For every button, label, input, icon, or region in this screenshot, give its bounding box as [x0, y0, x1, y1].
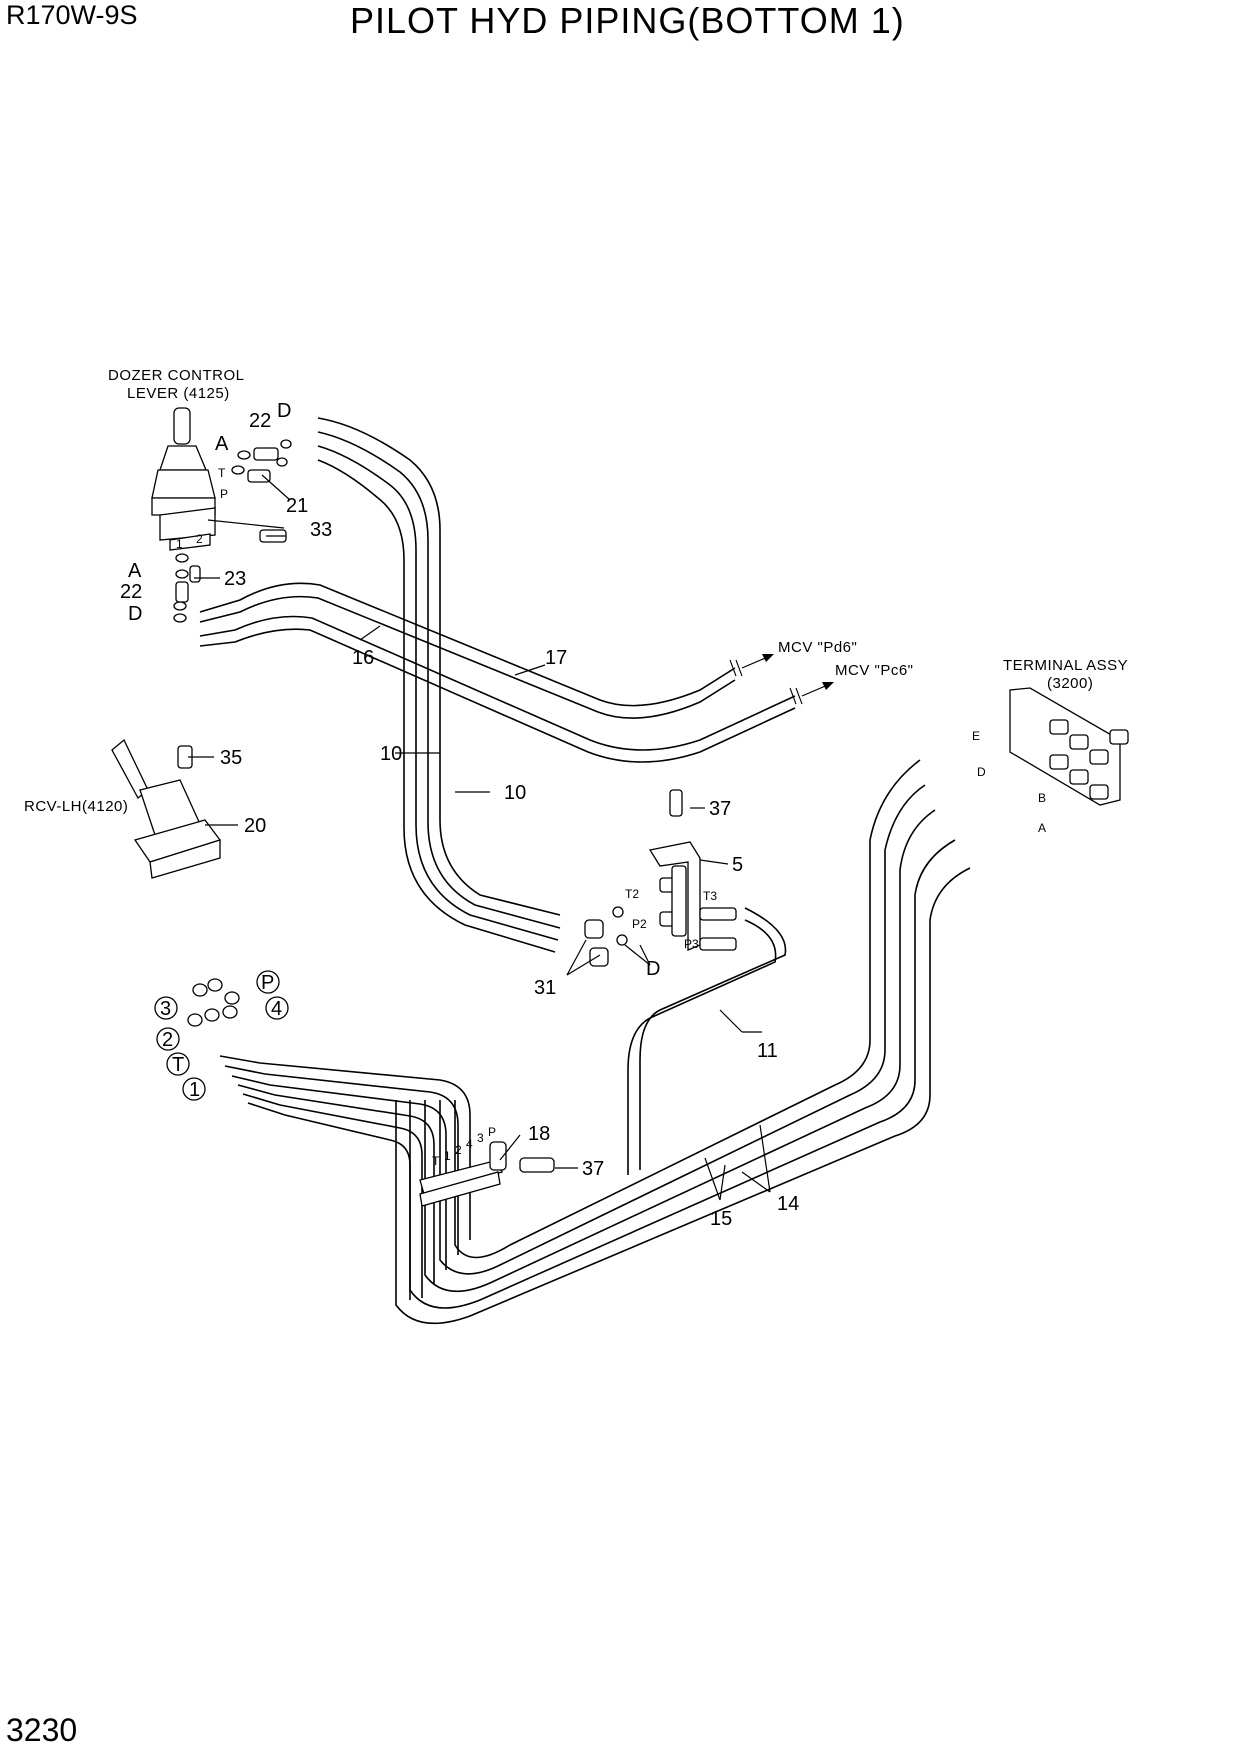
- dozer-control-label-2: LEVER (4125): [127, 385, 230, 402]
- part-number-18: 18: [528, 1123, 550, 1145]
- clamp-label-2: 2: [455, 1143, 462, 1157]
- part-number-37-top: 37: [709, 798, 731, 820]
- lever-port-2: 2: [196, 532, 203, 546]
- dozer-control-lever: [151, 407, 216, 551]
- bracket-5: [648, 841, 737, 951]
- model-number: R170W-9S: [6, 0, 138, 30]
- terminal-port-b: B: [1038, 791, 1046, 805]
- lever-port-t: T: [218, 466, 226, 480]
- port-letter-d-top: D: [277, 400, 291, 422]
- clamp-label-1: 1: [444, 1149, 451, 1163]
- pipe-16-17: [199, 582, 834, 763]
- bracket-port-t2: T2: [625, 887, 639, 901]
- part-number-31: 31: [534, 977, 556, 999]
- bracket-port-t3: T3: [703, 889, 717, 903]
- terminal-assy: [1009, 687, 1129, 806]
- part-number-5: 5: [732, 854, 743, 876]
- circled-callouts: P 4 3 2 T 1: [154, 970, 289, 1101]
- part-number-23: 23: [224, 568, 246, 590]
- clamp-label-4: 4: [466, 1137, 473, 1151]
- port-letter-a-bottom: A: [128, 560, 142, 582]
- part-number-14: 14: [777, 1193, 799, 1215]
- callout-t: T: [172, 1054, 184, 1076]
- callout-1: 1: [189, 1079, 200, 1101]
- callout-4: 4: [271, 998, 282, 1020]
- callout-3: 3: [160, 998, 171, 1020]
- part-number-11: 11: [757, 1040, 778, 1062]
- mcv-pc6-label: MCV "Pc6": [835, 662, 914, 679]
- page-title: PILOT HYD PIPING(BOTTOM 1): [350, 0, 905, 41]
- part-number-22-top: 22: [249, 410, 271, 432]
- terminal-assy-label-2: (3200): [1047, 675, 1093, 692]
- bracket-port-p2: P2: [632, 917, 647, 931]
- terminal-port-d: D: [977, 765, 986, 779]
- port-letter-d-bracket: D: [646, 958, 660, 980]
- rcv-lh-label: RCV-LH(4120): [24, 798, 128, 815]
- part-number-33: 33: [310, 519, 332, 541]
- callout-p: P: [261, 972, 274, 994]
- part-number-17: 17: [545, 647, 567, 669]
- port-letter-a-top: A: [215, 433, 229, 455]
- part-number-16: 16: [352, 647, 374, 669]
- clamp-label-t: T: [432, 1154, 440, 1168]
- terminal-port-e: E: [972, 729, 980, 743]
- fittings: [173, 439, 683, 1173]
- part-number-22-bottom: 22: [120, 581, 142, 603]
- dozer-control-label-1: DOZER CONTROL: [108, 367, 245, 384]
- part-number-15: 15: [710, 1208, 732, 1230]
- part-number-20: 20: [244, 815, 266, 837]
- lever-port-p: P: [220, 487, 228, 501]
- clamp-18: [419, 1141, 507, 1207]
- rcv-hoses: [219, 1055, 471, 1300]
- pipe-10-bundle: [317, 417, 561, 953]
- bracket-port-p3: P3: [684, 937, 699, 951]
- clamp-label-p: P: [488, 1125, 496, 1139]
- part-number-21: 21: [286, 495, 308, 517]
- rcv-lh-body: [111, 738, 222, 879]
- clamp-label-3: 3: [477, 1131, 484, 1145]
- leader-lines: [188, 474, 771, 1201]
- part-number-35: 35: [220, 747, 242, 769]
- terminal-port-a: A: [1038, 821, 1046, 835]
- lever-port-1: 1: [176, 537, 183, 551]
- pipe-11: [627, 907, 787, 1175]
- page-number: 3230: [6, 1712, 78, 1748]
- part-number-10-left: 10: [380, 743, 402, 765]
- mcv-pd6-label: MCV "Pd6": [778, 639, 857, 656]
- text-labels: DOZER CONTROL LEVER (4125) RCV-LH(4120) …: [24, 367, 1128, 1230]
- callout-2: 2: [162, 1029, 173, 1051]
- pipe-14-15-bundle: [395, 759, 971, 1325]
- port-letter-d-bottom: D: [128, 603, 142, 625]
- part-number-37-bottom: 37: [582, 1158, 604, 1180]
- part-number-10-right: 10: [504, 782, 526, 804]
- terminal-assy-label-1: TERMINAL ASSY: [1003, 657, 1128, 674]
